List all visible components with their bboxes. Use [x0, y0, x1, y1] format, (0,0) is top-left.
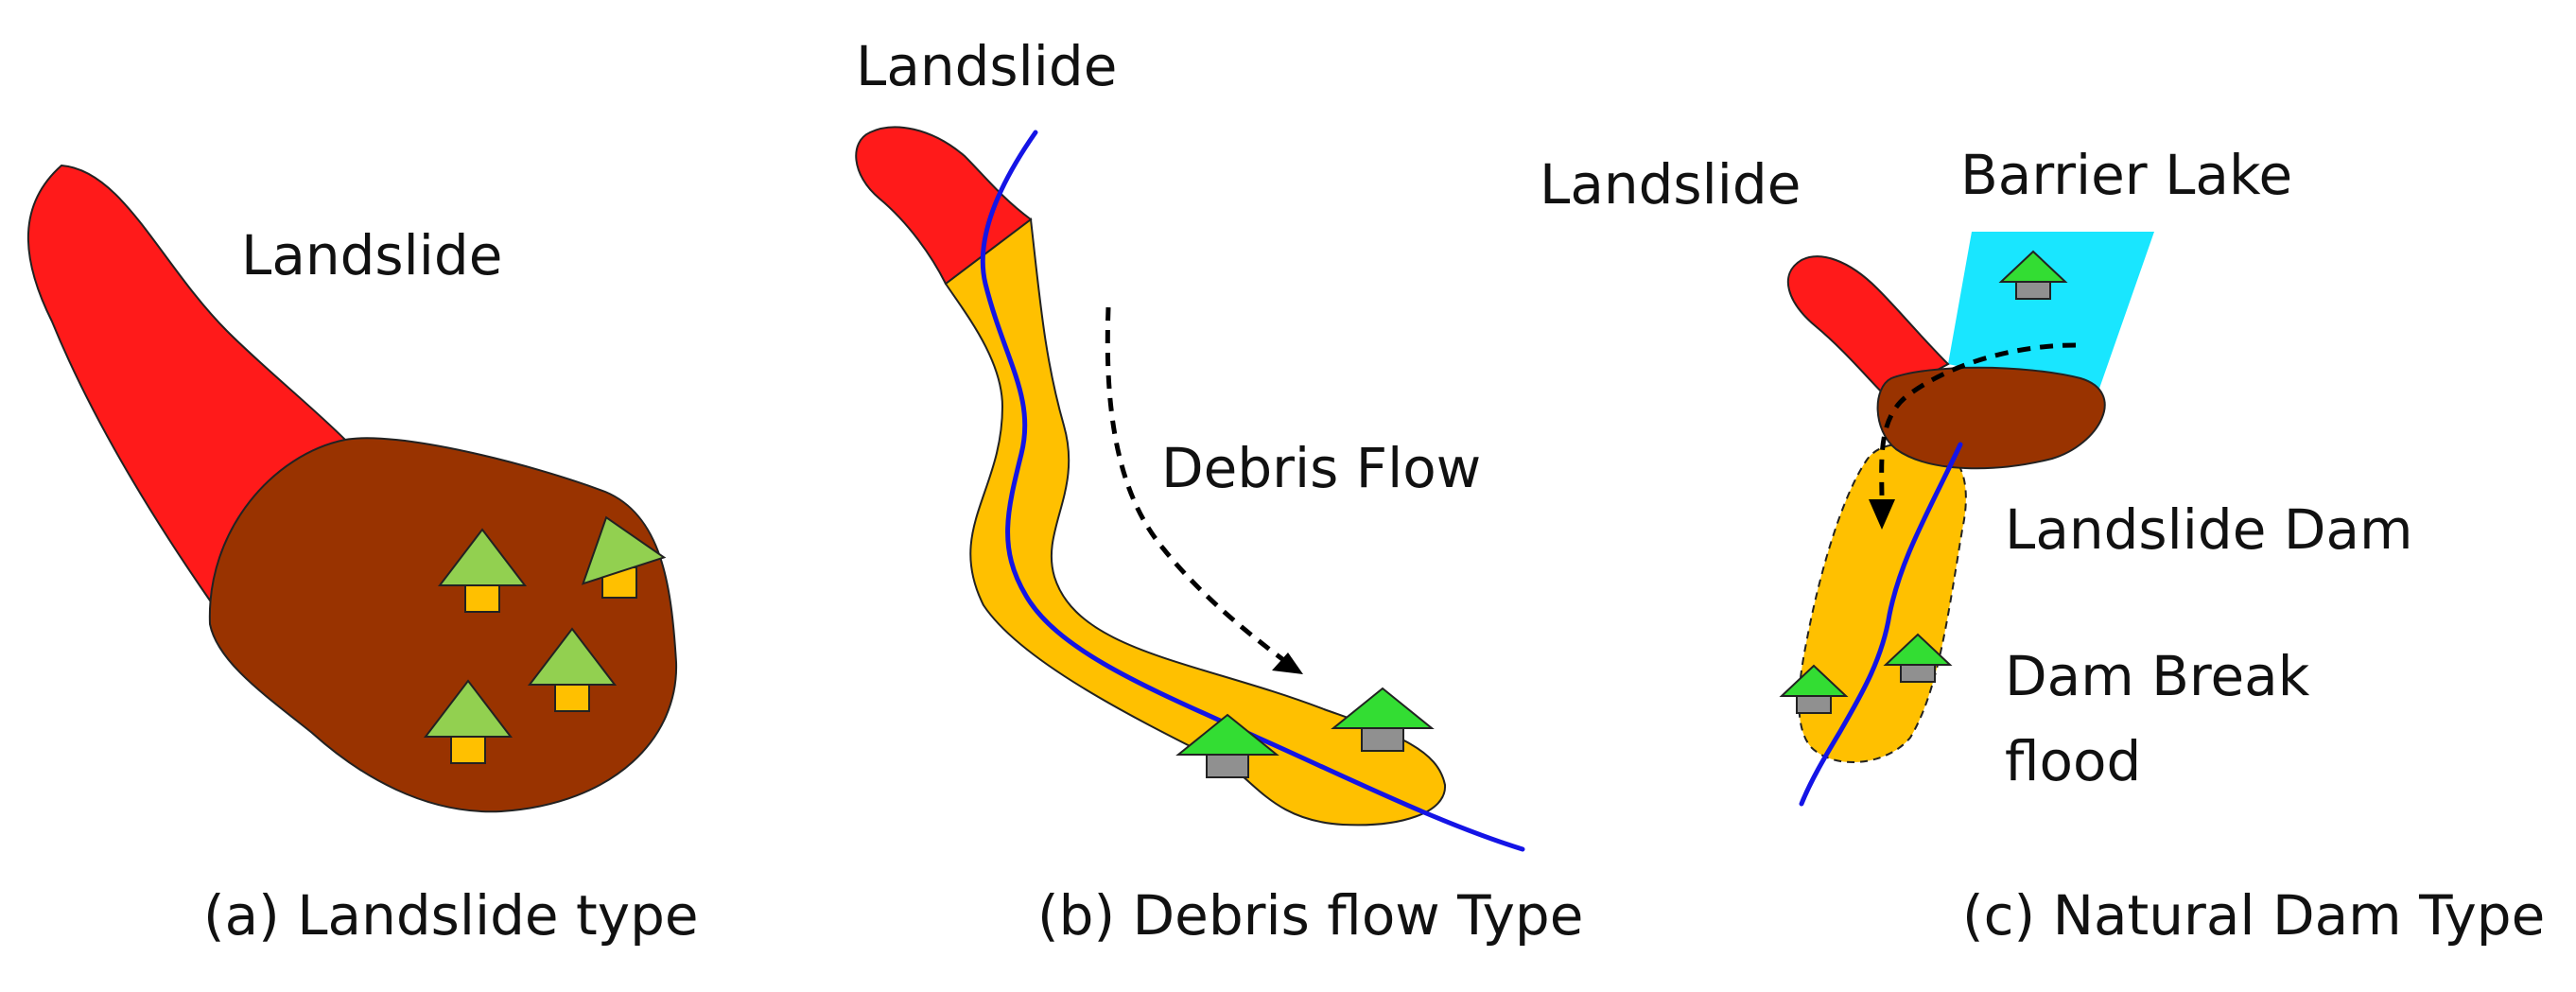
- label-landslide-a: Landslide: [241, 223, 502, 287]
- flow-arrow-icon: [1105, 306, 1288, 664]
- flow-arrowhead: [1272, 653, 1303, 674]
- house-icon: [1779, 664, 1849, 714]
- landslide-scar: [855, 126, 1033, 286]
- barrier-lake: [1948, 232, 2154, 402]
- river-line: [1799, 442, 1963, 807]
- house-icon: [1883, 633, 1953, 683]
- label-flood: flood: [2005, 729, 2141, 793]
- label-landslide-dam: Landslide Dam: [2005, 497, 2413, 562]
- house-icon: [437, 528, 528, 613]
- house-icon: [423, 679, 513, 764]
- landslide-deposit: [208, 437, 678, 813]
- flow-arrowhead: [1869, 499, 1895, 530]
- panel-a: Landslide (a) Landslide type: [27, 164, 699, 948]
- house-icon: [1998, 250, 2068, 300]
- label-debris-flow: Debris Flow: [1161, 436, 1481, 500]
- caption-b: (b) Debris flow Type: [1037, 883, 1583, 948]
- label-landslide-b: Landslide: [856, 34, 1117, 98]
- label-landslide-c: Landslide: [1540, 152, 1801, 217]
- house-icon: [1175, 713, 1279, 778]
- flow-arrow-icon: [1879, 342, 2077, 502]
- house-icon: [527, 627, 618, 712]
- house-icon: [581, 515, 667, 599]
- panel-c: Landslide Barrier Lake Landslide Dam Dam…: [1540, 143, 2545, 948]
- house-icon: [1331, 687, 1435, 752]
- label-barrier-lake: Barrier Lake: [1960, 143, 2292, 207]
- caption-a: (a) Landslide type: [203, 883, 699, 948]
- river-line: [980, 130, 1525, 852]
- panel-b: Landslide Debris Flow (b) Debris flow Ty…: [855, 34, 1583, 948]
- landslide-dam: [1876, 366, 2106, 470]
- caption-c: (c) Natural Dam Type: [1962, 883, 2545, 948]
- label-dam-break: Dam Break: [2005, 644, 2310, 708]
